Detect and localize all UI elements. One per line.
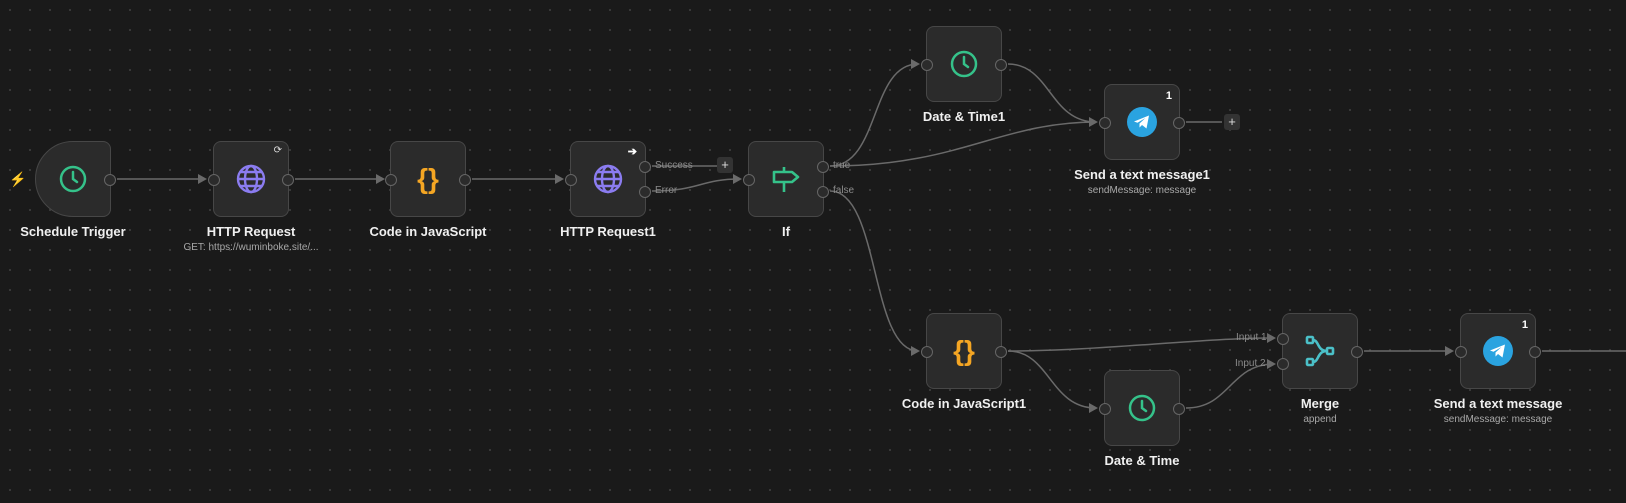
port-label-input-1: Input 1 bbox=[1236, 332, 1267, 343]
input-port[interactable] bbox=[385, 174, 397, 186]
input-port[interactable] bbox=[921, 59, 933, 71]
merge-icon bbox=[1305, 335, 1335, 367]
signpost-icon bbox=[772, 167, 800, 192]
globe-icon bbox=[236, 164, 266, 194]
node-if[interactable] bbox=[743, 141, 829, 217]
retry-icon: ⟳ bbox=[273, 145, 282, 156]
input-port[interactable] bbox=[1099, 403, 1111, 415]
node-label: HTTP Request1 bbox=[560, 224, 656, 239]
port-label-error: Error bbox=[655, 185, 678, 196]
node-merge[interactable] bbox=[1277, 313, 1363, 389]
node-schedule-trigger[interactable] bbox=[35, 141, 116, 217]
port-label-success: Success bbox=[655, 160, 693, 171]
node-code-javascript1[interactable]: {} bbox=[921, 313, 1007, 389]
clock-icon bbox=[1128, 394, 1156, 422]
node-label: Send a text message1 bbox=[1074, 167, 1210, 182]
input-port[interactable] bbox=[743, 174, 755, 186]
node-http-request[interactable]: ⟳ bbox=[208, 141, 294, 217]
telegram-icon bbox=[1127, 107, 1157, 137]
output-port[interactable] bbox=[104, 174, 116, 186]
node-label: If bbox=[782, 224, 790, 239]
port-label-false: false bbox=[833, 185, 855, 196]
node-label: Schedule Trigger bbox=[20, 224, 126, 239]
input-port-2[interactable] bbox=[1277, 358, 1289, 370]
node-date-time1[interactable] bbox=[921, 26, 1007, 102]
output-port-false[interactable] bbox=[817, 186, 829, 198]
port-label-input-2: Input 2 bbox=[1235, 358, 1266, 369]
node-subtitle: sendMessage: message bbox=[1087, 185, 1197, 196]
trigger-bolt-icon: ⚡ bbox=[9, 171, 27, 187]
output-port-success[interactable] bbox=[639, 161, 651, 173]
output-port[interactable] bbox=[459, 174, 471, 186]
node-send-text-message[interactable]: 1 bbox=[1455, 313, 1541, 389]
node-label: Date & Time1 bbox=[922, 109, 1006, 124]
output-port-error[interactable] bbox=[639, 186, 651, 198]
output-port[interactable] bbox=[1351, 346, 1363, 358]
node-label: Code in JavaScript1 bbox=[901, 396, 1027, 411]
add-node-button[interactable]: + bbox=[717, 157, 733, 173]
input-port[interactable] bbox=[1455, 346, 1467, 358]
output-port[interactable] bbox=[1173, 117, 1185, 129]
telegram-icon bbox=[1483, 336, 1513, 366]
node-subtitle: sendMessage: message bbox=[1443, 414, 1553, 425]
input-port[interactable] bbox=[921, 346, 933, 358]
output-port[interactable] bbox=[1529, 346, 1541, 358]
input-port[interactable] bbox=[208, 174, 220, 186]
execution-count-badge: 1 bbox=[1165, 90, 1172, 102]
node-date-time[interactable] bbox=[1099, 370, 1185, 446]
input-port-1[interactable] bbox=[1277, 333, 1289, 345]
node-subtitle: append bbox=[1303, 414, 1337, 425]
output-port[interactable] bbox=[282, 174, 294, 186]
execution-count-badge: 1 bbox=[1521, 319, 1528, 331]
node-send-text-message1[interactable]: 1 bbox=[1099, 84, 1185, 160]
node-code-javascript[interactable]: {} bbox=[385, 141, 471, 217]
code-braces-icon: {} bbox=[417, 163, 439, 194]
node-label: Send a text message bbox=[1433, 396, 1563, 411]
node-subtitle: GET: https://wuminboke.site/... bbox=[183, 242, 319, 253]
output-port-true[interactable] bbox=[817, 161, 829, 173]
node-http-request1[interactable]: ➔ bbox=[565, 141, 651, 217]
code-braces-icon: {} bbox=[953, 335, 975, 366]
output-port[interactable] bbox=[995, 59, 1007, 71]
clock-icon bbox=[950, 50, 978, 78]
node-label: HTTP Request bbox=[206, 224, 296, 239]
node-label: Merge bbox=[1300, 396, 1340, 411]
add-node-button[interactable]: + bbox=[1224, 114, 1240, 130]
output-port[interactable] bbox=[1173, 403, 1185, 415]
output-port[interactable] bbox=[995, 346, 1007, 358]
clock-icon bbox=[59, 165, 87, 193]
input-port[interactable] bbox=[565, 174, 577, 186]
arrow-right-icon: ➔ bbox=[627, 146, 637, 158]
node-label: Code in JavaScript bbox=[369, 224, 487, 239]
node-label: Date & Time bbox=[1104, 453, 1180, 468]
globe-icon bbox=[593, 164, 623, 194]
port-label-true: true bbox=[833, 160, 851, 171]
input-port[interactable] bbox=[1099, 117, 1111, 129]
